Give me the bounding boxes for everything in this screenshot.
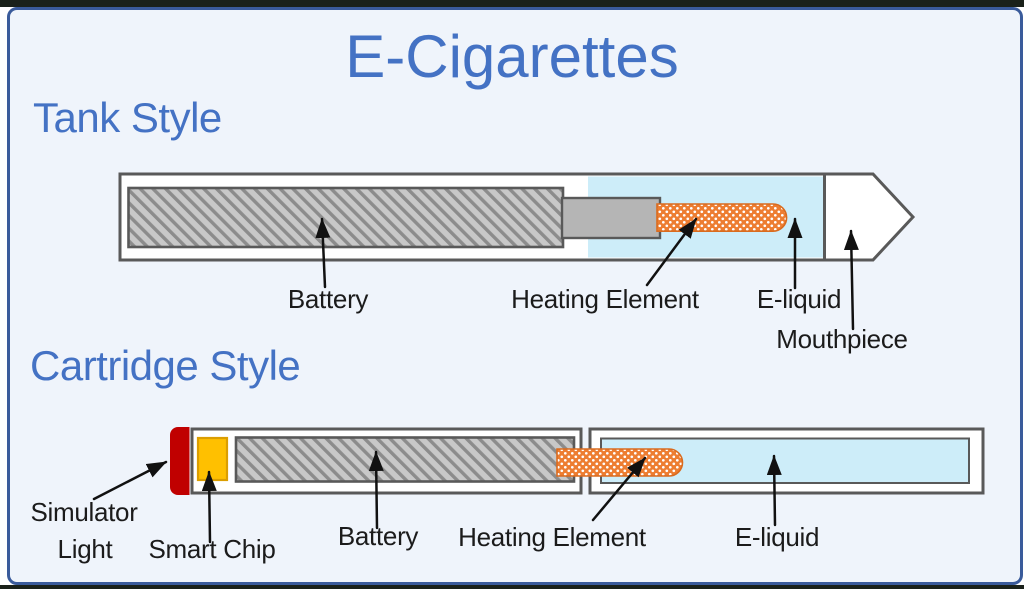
cartridge-battery-label: Battery xyxy=(337,521,419,551)
tank-battery-arrow xyxy=(315,217,331,289)
cartridge-battery xyxy=(234,436,576,483)
tank-battery-label: Battery xyxy=(287,284,369,314)
bottom-edge-artifact-strip xyxy=(0,585,1024,589)
cartridge-simulator-light xyxy=(170,427,190,495)
cartridge-style-heading: Cartridge Style xyxy=(30,342,301,389)
tank-heating-element xyxy=(656,203,788,232)
tank-body-outline xyxy=(118,172,916,262)
cartridge-simulator-label-line1: Simulator xyxy=(30,497,138,527)
cartridge-heating-element-label: Heating Element xyxy=(458,522,646,552)
cartridge-e-liquid-label: E-liquid xyxy=(734,522,820,552)
cartridge-e-liquid-arrow xyxy=(766,454,782,527)
tank-mouthpiece-arrow xyxy=(843,229,859,331)
cartridge-heating-element-arrow xyxy=(591,456,647,522)
tank-e-liquid-label: E-liquid xyxy=(756,284,842,314)
tank-style-heading: Tank Style xyxy=(33,94,222,141)
cartridge-heating-element xyxy=(556,448,684,477)
page-title: E-Cigarettes xyxy=(345,23,679,90)
tank-battery xyxy=(127,186,565,249)
cartridge-battery-arrow xyxy=(368,450,384,530)
tank-mouthpiece xyxy=(825,176,911,258)
cartridge-smart-chip-label: Smart Chip xyxy=(148,534,276,564)
cartridge-smart-chip xyxy=(196,436,229,482)
cartridge-smart-chip-arrow xyxy=(201,470,217,544)
cartridge-simulator-label-line2: Light xyxy=(57,534,113,564)
tank-heating-element-arrow xyxy=(645,217,698,287)
tank-connector xyxy=(560,196,662,240)
cartridge-simulator-light-arrow xyxy=(92,460,168,501)
tank-heating-element-label: Heating Element xyxy=(511,284,699,314)
tank-mouthpiece-label: Mouthpiece xyxy=(776,324,908,354)
top-edge-artifact-strip xyxy=(0,0,1024,7)
